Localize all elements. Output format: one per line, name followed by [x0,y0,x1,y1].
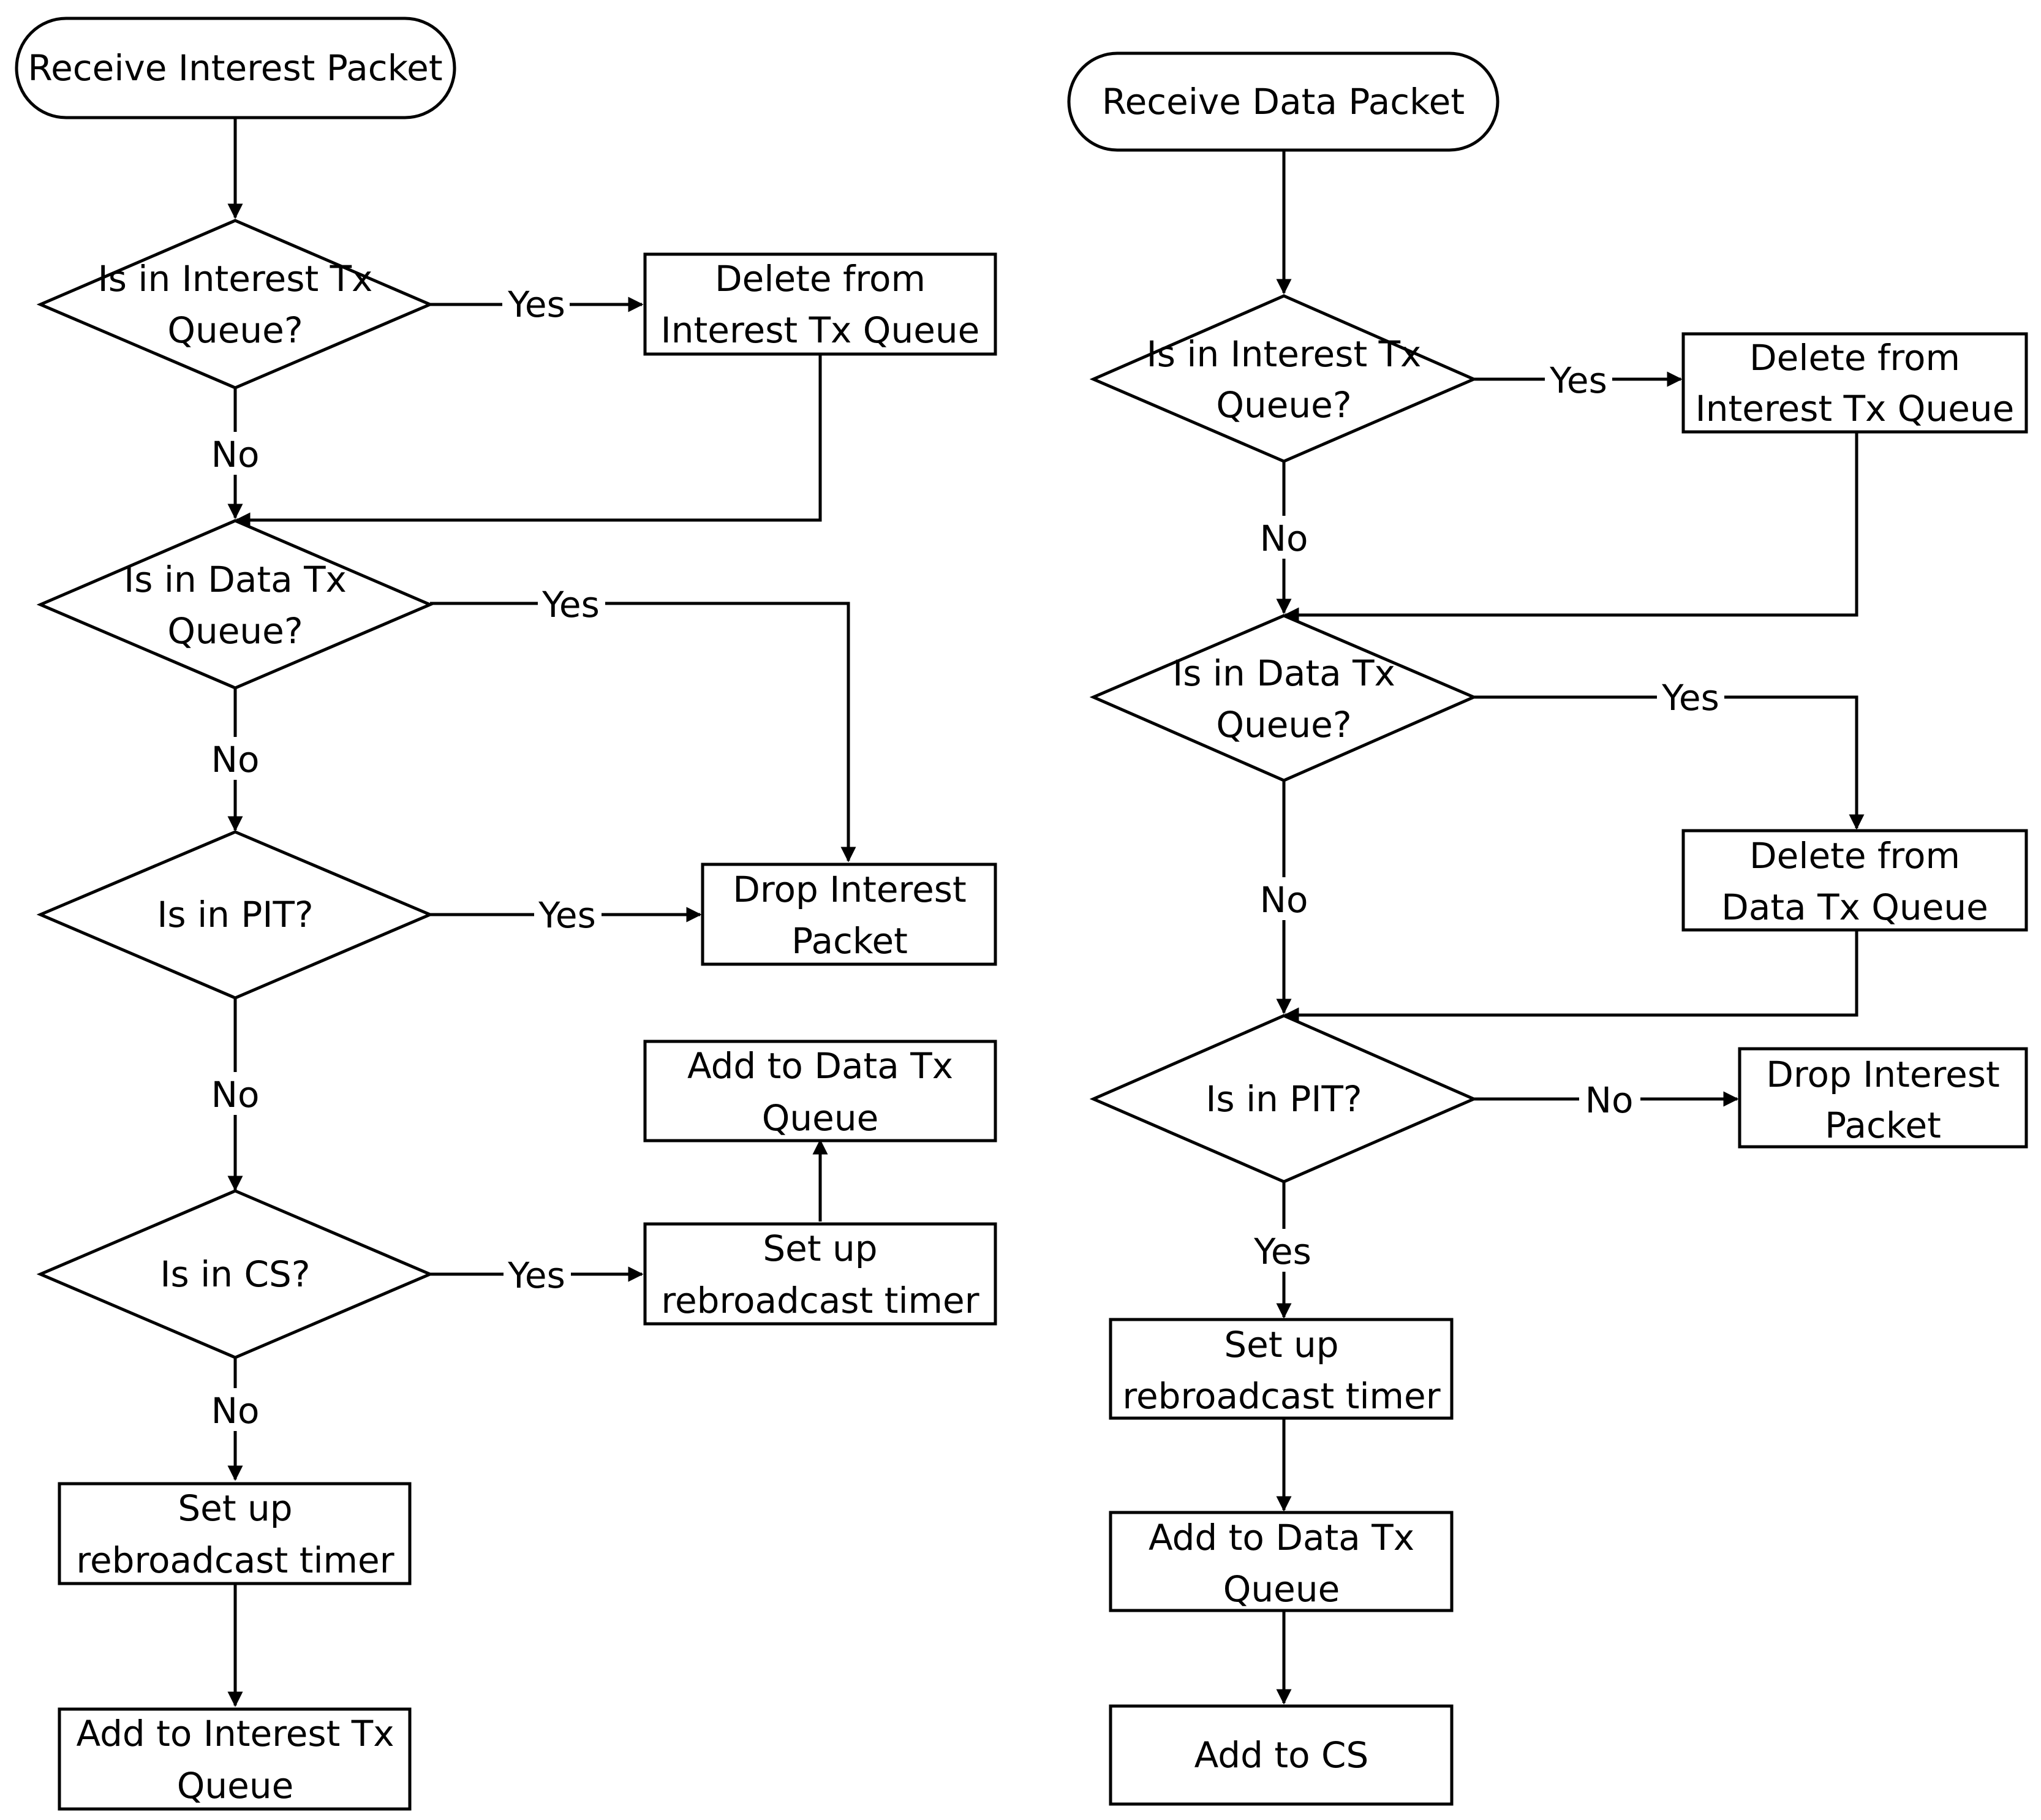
right-edges [1276,151,1865,1705]
svg-text:Delete from: Delete from [1749,835,1960,877]
label-yes: Yes [1661,677,1719,719]
svg-text:Queue?: Queue? [167,309,303,351]
label-yes: Yes [507,284,565,325]
svg-text:Set up: Set up [1224,1324,1338,1365]
svg-text:Delete from: Delete from [1749,337,1960,379]
svg-text:Delete from: Delete from [715,258,926,300]
edge-del-interest-to-q2 [1283,432,1858,623]
label-no: No [1260,518,1308,559]
svg-text:Packet: Packet [1825,1104,1941,1146]
process-delete-from-interest-tx-queue: Delete from Interest Tx Queue [1681,332,2028,434]
start-receive-interest-packet: Receive Interest Packet [15,17,456,119]
label-no: No [1585,1079,1634,1121]
label-yes: Yes [1253,1231,1311,1272]
svg-text:Add to Interest Tx: Add to Interest Tx [76,1713,394,1754]
svg-text:Is in Data Tx: Is in Data Tx [124,559,347,600]
label-no: No [211,434,260,475]
svg-text:Is in Interest Tx: Is in Interest Tx [98,258,373,300]
label-yes: Yes [538,894,596,936]
svg-text:rebroadcast timer: rebroadcast timer [76,1539,394,1581]
svg-text:Interest Tx Queue: Interest Tx Queue [661,309,980,351]
edge-q2-yes [430,602,856,863]
edge-q2-yes [1474,695,1865,830]
decision-is-in-interest-tx-queue: Is in Interest Tx Queue? [36,219,434,390]
svg-text:rebroadcast timer: rebroadcast timer [1122,1375,1440,1417]
label-yes: Yes [507,1255,565,1296]
process-add-to-interest-tx-queue: Add to Interest Tx Queue [58,1707,412,1811]
svg-text:Queue?: Queue? [1216,704,1351,746]
decision-is-in-data-tx-queue: Is in Data Tx Queue? [1089,614,1478,782]
decision-is-in-pit: Is in PIT? [1089,1014,1478,1184]
svg-text:Is in Interest Tx: Is in Interest Tx [1147,333,1422,375]
decision-is-in-cs: Is in CS? [36,1189,434,1359]
svg-text:Packet: Packet [791,920,908,962]
process-add-to-cs: Add to CS [1109,1704,1454,1806]
edge-del-interest-to-q2 [235,354,822,528]
svg-text:Queue?: Queue? [167,610,303,652]
svg-text:Drop Interest: Drop Interest [1766,1054,1999,1095]
svg-text:Add to Data Tx: Add to Data Tx [687,1045,953,1087]
process-drop-interest-packet: Drop Interest Packet [701,863,997,966]
left-edge-labels: Yes No Yes No Yes No Yes No [205,282,605,1432]
svg-text:Add to CS: Add to CS [1194,1734,1369,1776]
start-receive-data-packet: Receive Data Packet [1067,51,1500,152]
process-add-to-data-tx-queue: Add to Data Tx Queue [1109,1511,1454,1612]
svg-text:Receive Interest Packet: Receive Interest Packet [28,47,442,89]
svg-text:Is in Data Tx: Is in Data Tx [1172,652,1395,694]
svg-text:Set up: Set up [178,1487,292,1529]
svg-text:rebroadcast timer: rebroadcast timer [661,1280,979,1321]
process-set-up-rebroadcast-timer: Set up rebroadcast timer [58,1482,412,1585]
label-no: No [211,739,260,780]
interest-packet-flow: Yes No Yes No Yes No Yes No Receive Inte… [15,17,997,1811]
process-add-to-data-tx-queue: Add to Data Tx Queue [643,1040,997,1142]
label-yes: Yes [1549,360,1607,401]
svg-text:Queue?: Queue? [1216,384,1351,426]
svg-text:Queue: Queue [762,1097,879,1139]
svg-text:Set up: Set up [763,1228,877,1269]
svg-text:Data Tx Queue: Data Tx Queue [1721,886,1988,928]
svg-text:Interest Tx Queue: Interest Tx Queue [1696,388,2015,429]
label-yes: Yes [541,584,600,625]
svg-text:Queue: Queue [177,1765,294,1807]
label-no: No [1260,879,1308,921]
svg-text:Receive Data Packet: Receive Data Packet [1102,81,1465,123]
svg-text:Is in CS?: Is in CS? [160,1253,310,1295]
svg-text:Is in PIT?: Is in PIT? [1205,1078,1362,1120]
edge-del-data-to-pit [1283,930,1858,1023]
decision-is-in-interest-tx-queue: Is in Interest Tx Queue? [1089,294,1478,463]
process-set-up-rebroadcast-timer: Set up rebroadcast timer [1109,1318,1454,1420]
svg-text:Is in PIT?: Is in PIT? [157,894,313,935]
process-delete-from-interest-tx-queue: Delete from Interest Tx Queue [643,252,997,356]
svg-text:Add to Data Tx: Add to Data Tx [1149,1517,1414,1558]
data-packet-flow: Yes No Yes No No Yes Receive Data Packet… [1067,51,2028,1806]
label-no: No [211,1074,260,1116]
decision-is-in-pit: Is in PIT? [36,830,434,1000]
process-drop-interest-packet: Drop Interest Packet [1738,1047,2028,1149]
process-delete-from-data-tx-queue: Delete from Data Tx Queue [1681,829,2028,932]
process-set-up-rebroadcast-timer: Set up rebroadcast timer [643,1222,997,1326]
svg-text:Queue: Queue [1223,1568,1340,1610]
label-no: No [211,1390,260,1432]
svg-text:Drop Interest: Drop Interest [733,869,966,910]
right-edge-labels: Yes No Yes No No Yes [1250,357,1724,1272]
decision-is-in-data-tx-queue: Is in Data Tx Queue? [36,519,434,690]
